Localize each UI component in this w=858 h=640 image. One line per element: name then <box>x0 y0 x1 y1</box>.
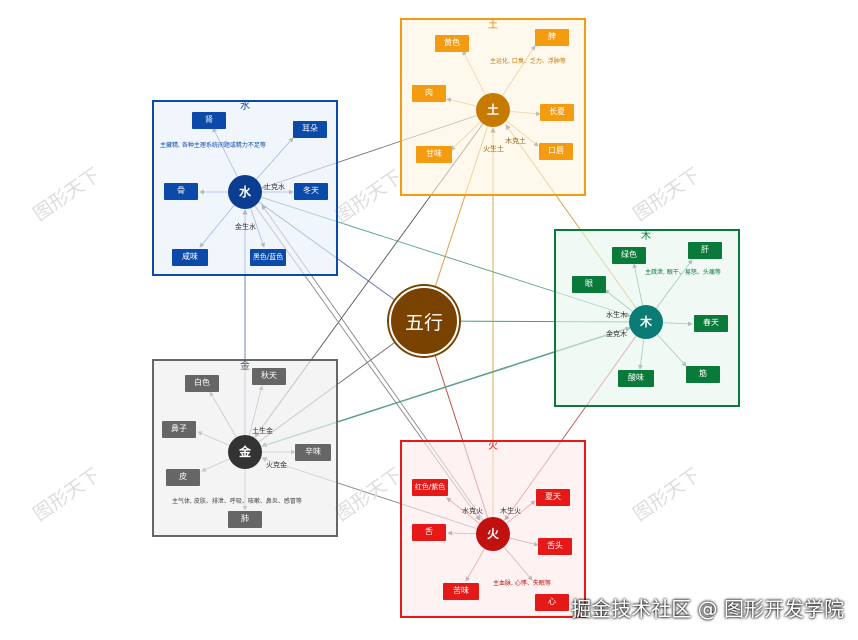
earth-item-sweet: 甘味 <box>416 146 452 163</box>
earth-item-yellow: 黄色 <box>435 35 469 52</box>
metal-item-lung: 肺 <box>228 511 262 528</box>
relation-fire-overcomes-metal: 火克金 <box>266 461 287 469</box>
fire-item-tongue: 舌 <box>412 524 446 541</box>
wood-item-eyes: 眼 <box>572 276 606 293</box>
wood-hub: 木 <box>629 305 663 339</box>
metal-item-pungent: 辛味 <box>295 444 331 461</box>
fire-panel-title: 火 <box>488 441 498 452</box>
water-item-kidney: 肾 <box>192 112 226 129</box>
water-item-winter: 冬天 <box>294 183 328 200</box>
relation-water-overcomes-fire: 水克火 <box>462 507 483 515</box>
metal-item-white: 白色 <box>185 375 219 392</box>
metal-item-nose: 鼻子 <box>162 421 196 438</box>
fire-item-heart: 心 <box>535 594 569 611</box>
relation-metal-generates-water: 金生水 <box>235 223 256 231</box>
relation-wood-overcomes-earth: 木克土 <box>505 137 526 145</box>
water-item-ears: 耳朵 <box>293 121 327 138</box>
water-item-bone: 骨 <box>164 183 198 200</box>
water-panel-title: 水 <box>240 101 250 112</box>
wood-note: 主疏泄, 眼干、易怒、头痛等 <box>645 269 721 276</box>
earth-item-flesh: 肉 <box>412 85 446 102</box>
relation-wood-generates-fire: 木生火 <box>500 507 521 515</box>
metal-item-skin: 皮 <box>166 469 200 486</box>
water-item-salty: 咸味 <box>172 249 208 266</box>
fire-hub: 火 <box>476 517 510 551</box>
earth-item-late-summer: 长夏 <box>540 104 574 121</box>
center-node-wuxing: 五行 <box>389 286 459 356</box>
earth-hub: 土 <box>476 93 510 127</box>
earth-item-lips: 口唇 <box>539 143 573 160</box>
earth-note: 主运化, 口臭、乏力、浮肿等 <box>490 58 566 65</box>
relation-earth-generates-metal: 土生金 <box>252 427 273 435</box>
relation-water-generates-wood: 水生木 <box>606 311 627 319</box>
relation-earth-overcomes-water: 土克水 <box>264 183 285 191</box>
metal-panel-title: 金 <box>240 361 250 372</box>
metal-note: 主气体, 皮肤、排泄、呼吸、咳嗽、鼻炎、感冒等 <box>172 498 302 505</box>
wood-item-liver: 肝 <box>688 242 722 259</box>
water-item-color: 黑色/蓝色 <box>250 249 286 266</box>
fire-item-tongue-2: 舌头 <box>538 538 572 555</box>
fire-item-color: 红色/紫色 <box>412 479 448 496</box>
wood-item-green: 绿色 <box>612 247 646 264</box>
metal-hub: 金 <box>228 435 262 469</box>
fire-item-summer: 夏天 <box>536 489 570 506</box>
earth-item-spleen: 脾 <box>535 29 569 46</box>
wood-item-spring: 春天 <box>694 315 728 332</box>
footer-credit: 掘金技术社区 @ 图形开发学院 <box>571 597 844 621</box>
relation-metal-overcomes-wood: 金克木 <box>606 330 627 338</box>
wood-item-tendons: 筋 <box>686 366 720 383</box>
earth-panel-title: 土 <box>488 20 498 31</box>
wood-panel-title: 木 <box>641 231 651 242</box>
water-note: 主藏精, 各种主理系统间题或精力不足等 <box>160 142 266 149</box>
wood-item-sour: 酸味 <box>618 370 654 387</box>
fire-note: 主血脉, 心悸、失眠等 <box>493 580 551 587</box>
relation-fire-generates-earth: 火生土 <box>483 145 504 153</box>
metal-item-autumn: 秋天 <box>252 368 286 385</box>
water-hub: 水 <box>228 175 262 209</box>
fire-item-bitter: 苦味 <box>443 583 479 600</box>
